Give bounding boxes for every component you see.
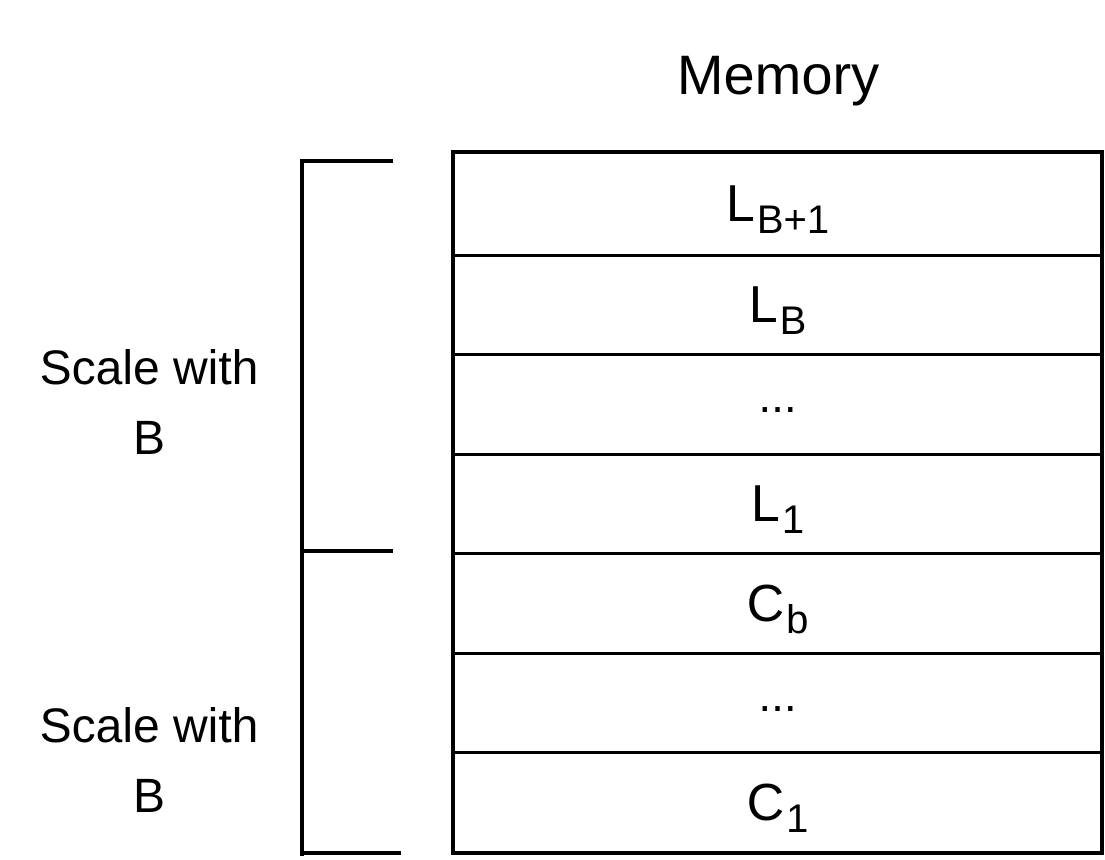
row-ellipsis: ... <box>758 669 797 722</box>
group-label-line: B <box>132 412 165 465</box>
group-label-upper: Scale with B <box>18 334 280 474</box>
memory-row-l-ellipsis: ... <box>455 353 1100 453</box>
row-subscript: B <box>779 298 807 343</box>
group-label-line: Scale with <box>39 342 259 395</box>
row-symbol: L <box>750 475 780 533</box>
group-label-line: B <box>132 770 165 823</box>
row-ellipsis: ... <box>758 370 797 423</box>
bracket-tick-bottom <box>300 851 401 855</box>
row-subscript: 1 <box>781 498 805 542</box>
row-symbol: L <box>748 275 778 334</box>
row-symbol: C <box>746 574 785 633</box>
group-label-line: Scale with <box>39 700 259 753</box>
group-label-lower: Scale with B <box>18 692 280 832</box>
bracket-tick-middle <box>300 549 393 553</box>
row-symbol: L <box>725 174 755 233</box>
memory-title: Memory <box>676 43 880 106</box>
row-subscript: b <box>786 597 809 642</box>
row-symbol: C <box>746 773 785 832</box>
memory-row-c-ellipsis: ... <box>455 651 1100 752</box>
row-subscript: 1 <box>786 796 809 841</box>
bracket-spine <box>300 159 304 856</box>
bracket-tick-top <box>300 159 393 163</box>
row-subscript: B+1 <box>756 197 830 242</box>
